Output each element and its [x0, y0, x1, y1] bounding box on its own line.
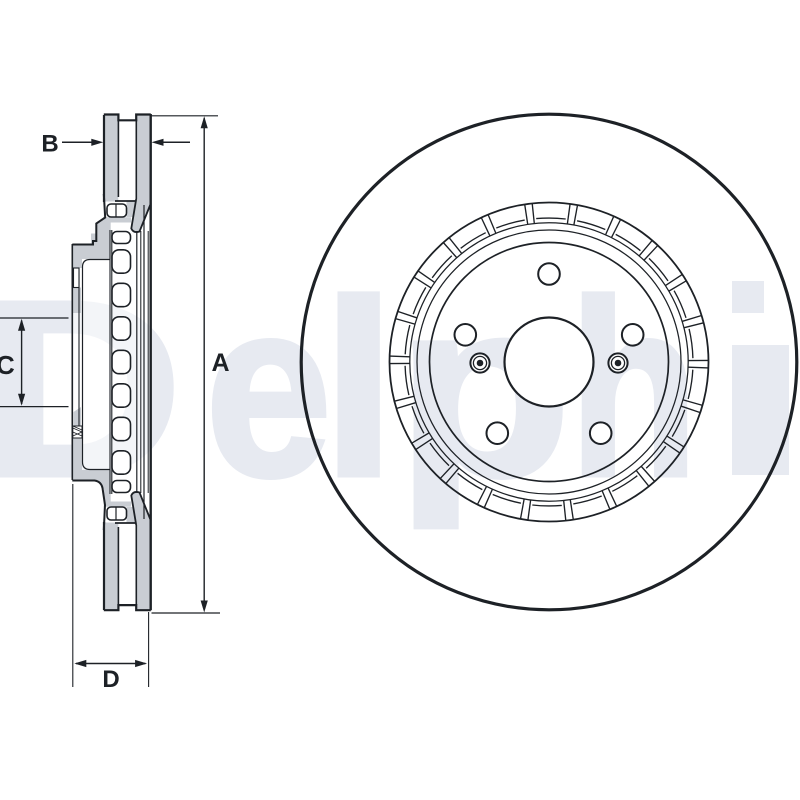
svg-text:A: A [212, 349, 230, 377]
svg-text:B: B [41, 131, 58, 158]
svg-text:C: C [0, 350, 15, 380]
svg-text:D: D [102, 666, 119, 693]
svg-text:l: l [321, 250, 396, 529]
